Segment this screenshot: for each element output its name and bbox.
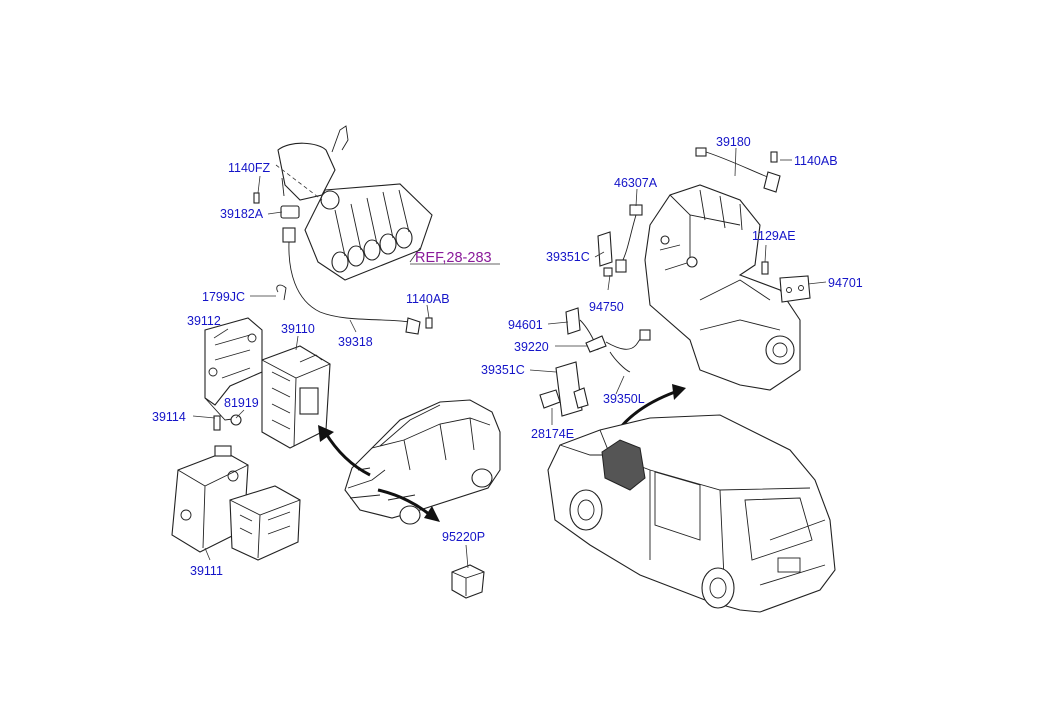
part-label-39112[interactable]: 39112 [187, 314, 221, 328]
oxygen-sensor-drawing [539, 307, 651, 417]
part-label-39182a[interactable]: 39182A [220, 207, 264, 221]
part-label-39351c-top[interactable]: 39351C [546, 250, 590, 264]
part-label-39111[interactable]: 39111 [190, 564, 223, 578]
part-label-1140fz[interactable]: 1140FZ [228, 161, 271, 175]
part-label-1140ab-right[interactable]: 1140AB [794, 154, 838, 168]
engine-drawing [644, 184, 801, 391]
bracket-right-drawing [761, 261, 811, 303]
part-label-28174e[interactable]: 28174E [531, 427, 575, 441]
small-van-drawing [344, 399, 501, 525]
leader-lines [192, 147, 827, 561]
part-label-46307a[interactable]: 46307A [614, 176, 658, 190]
part-label-39318[interactable]: 39318 [338, 335, 373, 349]
ecm-bracket-drawing [204, 317, 263, 431]
reference-label[interactable]: REF,28-283 [415, 250, 492, 266]
large-van-drawing [547, 414, 836, 613]
part-label-94750[interactable]: 94750 [589, 300, 624, 314]
part-label-39110[interactable]: 39110 [281, 322, 315, 336]
part-label-94701[interactable]: 94701 [828, 276, 863, 290]
part-label-39350l[interactable]: 39350L [603, 392, 645, 406]
control-module-drawing [171, 445, 301, 561]
part-label-95220p[interactable]: 95220P [442, 530, 486, 544]
map-sensor-drawing [253, 192, 433, 335]
crank-sensor-drawing [695, 147, 781, 193]
part-label-1140ab-left[interactable]: 1140AB [406, 292, 450, 306]
part-label-39180[interactable]: 39180 [716, 135, 751, 149]
part-label-94601[interactable]: 94601 [508, 318, 543, 332]
part-label-1799jc[interactable]: 1799JC [202, 290, 246, 304]
part-label-39220[interactable]: 39220 [514, 340, 549, 354]
ecm-drawing [261, 345, 331, 449]
part-label-81919[interactable]: 81919 [224, 396, 259, 410]
intake-manifold-drawing [275, 125, 433, 281]
part-label-39114[interactable]: 39114 [152, 410, 186, 424]
speed-sensor-drawing [597, 204, 643, 277]
relay-drawing [451, 544, 485, 599]
part-label-1129ae[interactable]: 1129AE [752, 229, 796, 243]
part-label-39351c-bottom[interactable]: 39351C [481, 363, 525, 377]
